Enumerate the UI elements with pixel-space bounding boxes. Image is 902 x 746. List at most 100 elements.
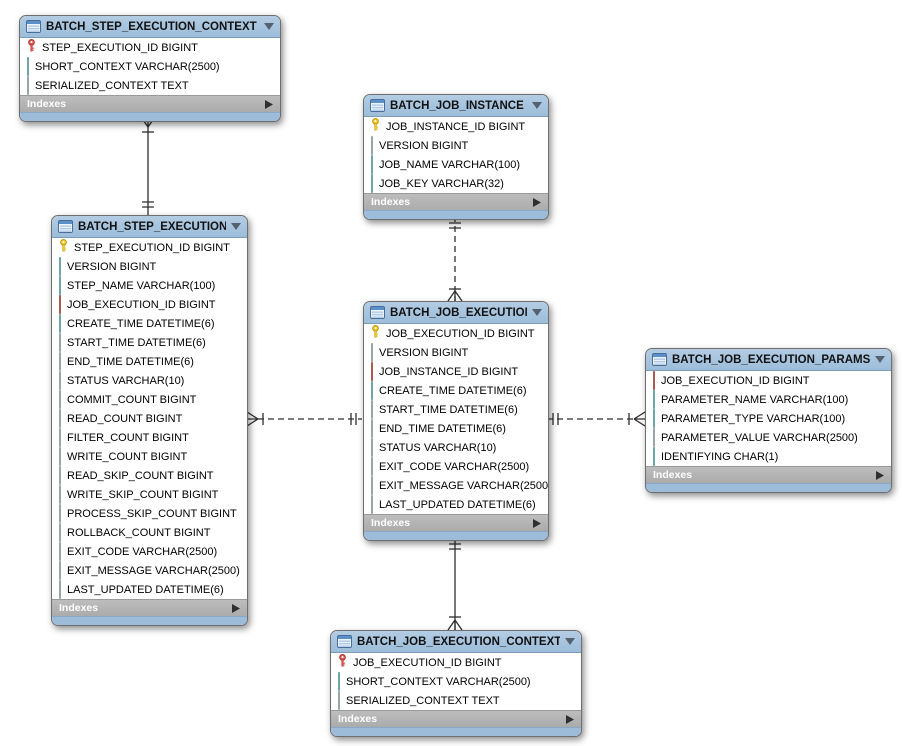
expand-indexes-icon[interactable] [232,603,240,613]
expand-indexes-icon[interactable] [265,99,273,109]
field-row[interactable]: ROLLBACK_COUNT BIGINT [52,522,247,542]
field-label: START_TIME DATETIME(6) [379,403,518,416]
field-row[interactable]: SHORT_CONTEXT VARCHAR(2500) [20,56,280,76]
diamond-hollow-icon [371,342,373,362]
table-header[interactable]: BATCH_STEP_EXECUTION_CONTEXT [20,16,280,38]
field-label: END_TIME DATETIME(6) [67,355,194,368]
field-row[interactable]: EXIT_MESSAGE VARCHAR(2500) [364,475,549,495]
field-row[interactable]: CREATE_TIME DATETIME(6) [364,380,548,400]
collapse-arrow-icon[interactable] [532,102,542,109]
field-row[interactable]: STATUS VARCHAR(10) [364,437,548,457]
indexes-row[interactable]: Indexes [331,710,581,727]
field-row[interactable]: JOB_INSTANCE_ID BIGINT [364,361,548,381]
field-row[interactable]: SERIALIZED_CONTEXT TEXT [331,690,581,710]
field-label: JOB_EXECUTION_ID BIGINT [67,298,216,311]
relationship-job-instance-to-job-execution[interactable] [447,216,463,302]
field-row[interactable]: START_TIME DATETIME(6) [52,332,247,352]
field-row[interactable]: VERSION BIGINT [364,135,548,155]
field-row[interactable]: READ_SKIP_COUNT BIGINT [52,465,247,485]
field-label: COMMIT_COUNT BIGINT [67,393,197,406]
field-list: JOB_EXECUTION_ID BIGINT SHORT_CONTEXT VAR… [331,653,581,710]
relationship-step-execution-to-job-execution[interactable] [246,411,362,427]
table-header[interactable]: BATCH_JOB_EXECUTION_PARAMS [646,349,891,371]
field-label: PARAMETER_VALUE VARCHAR(2500) [661,431,858,444]
expand-indexes-icon[interactable] [566,714,574,724]
field-label: JOB_EXECUTION_ID BIGINT [353,656,502,669]
diamond-filled-icon [59,313,61,333]
collapse-arrow-icon[interactable] [565,638,575,645]
field-label: ROLLBACK_COUNT BIGINT [67,526,211,539]
field-row[interactable]: JOB_EXECUTION_ID BIGINT [52,294,247,314]
field-row[interactable]: END_TIME DATETIME(6) [52,351,247,371]
field-row[interactable]: VERSION BIGINT [52,256,247,276]
field-row[interactable]: WRITE_COUNT BIGINT [52,446,247,466]
table-header[interactable]: BATCH_JOB_INSTANCE [364,95,548,117]
expand-indexes-icon[interactable] [533,518,541,528]
field-row[interactable]: START_TIME DATETIME(6) [364,399,548,419]
field-row[interactable]: LAST_UPDATED DATETIME(6) [364,494,548,514]
field-row[interactable]: JOB_EXECUTION_ID BIGINT [646,370,891,390]
relationship-step-context-to-step-execution[interactable] [140,116,156,215]
field-row[interactable]: PARAMETER_NAME VARCHAR(100) [646,389,891,409]
field-row[interactable]: LAST_UPDATED DATETIME(6) [52,579,247,599]
field-row[interactable]: EXIT_CODE VARCHAR(2500) [364,456,548,476]
expand-indexes-icon[interactable] [876,470,884,480]
collapse-arrow-icon[interactable] [532,309,542,316]
field-row[interactable]: JOB_EXECUTION_ID BIGINT [364,324,548,343]
collapse-arrow-icon[interactable] [875,356,885,363]
table-footer [20,112,280,121]
field-row[interactable]: COMMIT_COUNT BIGINT [52,389,247,409]
table-icon [26,20,41,33]
field-row[interactable]: SHORT_CONTEXT VARCHAR(2500) [331,671,581,691]
field-row[interactable]: SERIALIZED_CONTEXT TEXT [20,75,280,95]
relationship-job-execution-to-job-context[interactable] [447,536,463,631]
field-row[interactable]: JOB_NAME VARCHAR(100) [364,154,548,174]
field-row[interactable]: PARAMETER_TYPE VARCHAR(100) [646,408,891,428]
field-row[interactable]: PARAMETER_VALUE VARCHAR(2500) [646,427,891,447]
field-row[interactable]: END_TIME DATETIME(6) [364,418,548,438]
collapse-arrow-icon[interactable] [264,23,274,30]
field-row[interactable]: STEP_NAME VARCHAR(100) [52,275,247,295]
table-header[interactable]: BATCH_JOB_EXECUTION [364,302,548,324]
diamond-hollow-icon [59,560,61,580]
key-red-icon [338,653,347,672]
field-row[interactable]: STATUS VARCHAR(10) [52,370,247,390]
field-row[interactable]: JOB_EXECUTION_ID BIGINT [331,653,581,672]
indexes-row[interactable]: Indexes [20,95,280,112]
field-row[interactable]: EXIT_CODE VARCHAR(2500) [52,541,247,561]
field-row[interactable]: STEP_EXECUTION_ID BIGINT [20,38,280,57]
field-row[interactable]: READ_COUNT BIGINT [52,408,247,428]
field-label: SERIALIZED_CONTEXT TEXT [346,694,500,707]
diamond-filled-icon [371,380,373,400]
table-header[interactable]: BATCH_STEP_EXECUTION [52,216,247,238]
table-header[interactable]: BATCH_JOB_EXECUTION_CONTEXT [331,631,581,653]
diamond-filled-icon [338,671,340,691]
indexes-row[interactable]: Indexes [646,466,891,483]
diamond-hollow-icon [371,399,373,419]
field-row[interactable]: CREATE_TIME DATETIME(6) [52,313,247,333]
field-row[interactable]: JOB_INSTANCE_ID BIGINT [364,117,548,136]
collapse-arrow-icon[interactable] [231,223,241,230]
expand-indexes-icon[interactable] [533,197,541,207]
diamond-hollow-icon [59,351,61,371]
table-footer [52,616,247,625]
field-row[interactable]: STEP_EXECUTION_ID BIGINT [52,238,247,257]
field-row[interactable]: EXIT_MESSAGE VARCHAR(2500) [52,560,247,580]
field-row[interactable]: VERSION BIGINT [364,342,548,362]
indexes-row[interactable]: Indexes [52,599,247,616]
field-row[interactable]: FILTER_COUNT BIGINT [52,427,247,447]
field-row[interactable]: PROCESS_SKIP_COUNT BIGINT [52,503,247,523]
field-row[interactable]: WRITE_SKIP_COUNT BIGINT [52,484,247,504]
indexes-row[interactable]: Indexes [364,193,548,210]
field-row[interactable]: JOB_KEY VARCHAR(32) [364,173,548,193]
field-row[interactable]: IDENTIFYING CHAR(1) [646,446,891,466]
field-label: EXIT_MESSAGE VARCHAR(2500) [379,479,549,492]
relationship-job-execution-to-params[interactable] [547,411,646,427]
indexes-row[interactable]: Indexes [364,514,548,531]
